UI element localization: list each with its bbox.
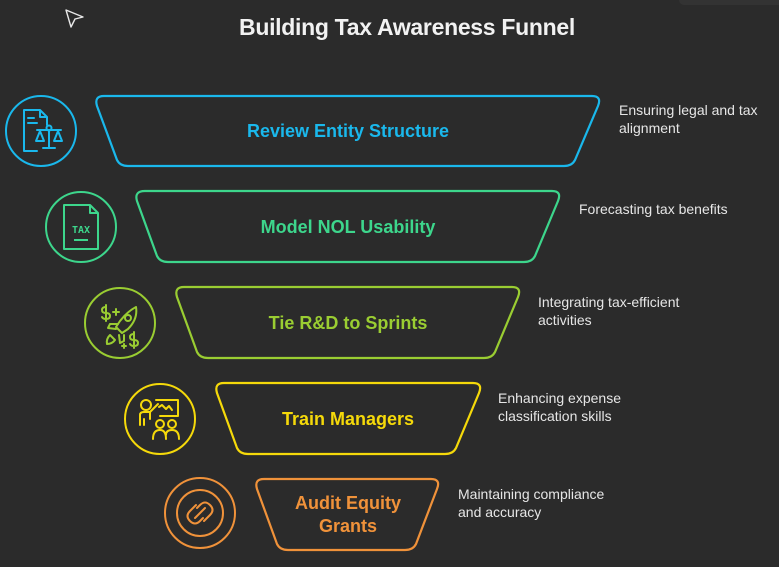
- stage-5-label: Audit Equity Grants: [260, 492, 436, 538]
- stage-1-icon-circle: [5, 95, 77, 167]
- stage-4-icon-circle: [124, 383, 196, 455]
- desc-line: Maintaining compliance: [458, 486, 605, 502]
- stage-4-label: Train Managers: [281, 409, 415, 429]
- teacher-presentation-icon: [139, 399, 180, 440]
- stage-5-label-line-2: Grants: [318, 516, 378, 536]
- rocket-dollar-icon: [101, 304, 139, 349]
- desc-line: Enhancing expense: [498, 390, 621, 406]
- document-scales-icon: [23, 109, 63, 152]
- stage-4-description: Enhancing expense classification skills: [498, 389, 621, 425]
- stage-5-icon-circle: [164, 477, 236, 549]
- funnel-stage-2-shape[interactable]: [135, 189, 561, 264]
- stage-5-label-line-1: Audit Equity: [295, 493, 401, 513]
- desc-line: Forecasting tax benefits: [579, 201, 728, 217]
- stage-3-label: Tie R&D to Sprints: [268, 313, 428, 333]
- desc-line: classification skills: [498, 408, 612, 424]
- stage-3-description: Integrating tax-efficient activities: [538, 293, 679, 329]
- stage-2-label: Model NOL Usability: [260, 217, 436, 237]
- funnel-stage-5-shape[interactable]: [255, 477, 440, 552]
- desc-line: alignment: [619, 120, 680, 136]
- page-title: Building Tax Awareness Funnel: [239, 14, 575, 40]
- funnel-stage-4-shape[interactable]: [215, 381, 482, 456]
- tax-document-icon: TAX: [63, 204, 99, 250]
- funnel-stage-1-shape[interactable]: [95, 94, 601, 168]
- funnel-stage-3-shape[interactable]: [175, 285, 521, 360]
- stage-2-icon-circle: TAX: [45, 191, 117, 263]
- desc-line: and accuracy: [458, 504, 542, 520]
- window-corner: [679, 0, 779, 5]
- stage-1-description: Ensuring legal and tax alignment: [619, 101, 758, 137]
- desc-line: Ensuring legal and tax: [619, 102, 758, 118]
- tax-text: TAX: [72, 225, 90, 236]
- desc-line: Integrating tax-efficient: [538, 294, 680, 310]
- link-icon: [176, 489, 224, 537]
- stage-2-description: Forecasting tax benefits: [579, 200, 728, 218]
- desc-line: activities: [538, 312, 592, 328]
- stage-1-label: Review Entity Structure: [246, 121, 450, 141]
- stage-3-icon-circle: [84, 287, 156, 359]
- cursor-icon: [65, 9, 84, 28]
- stage-5-description: Maintaining compliance and accuracy: [458, 485, 604, 521]
